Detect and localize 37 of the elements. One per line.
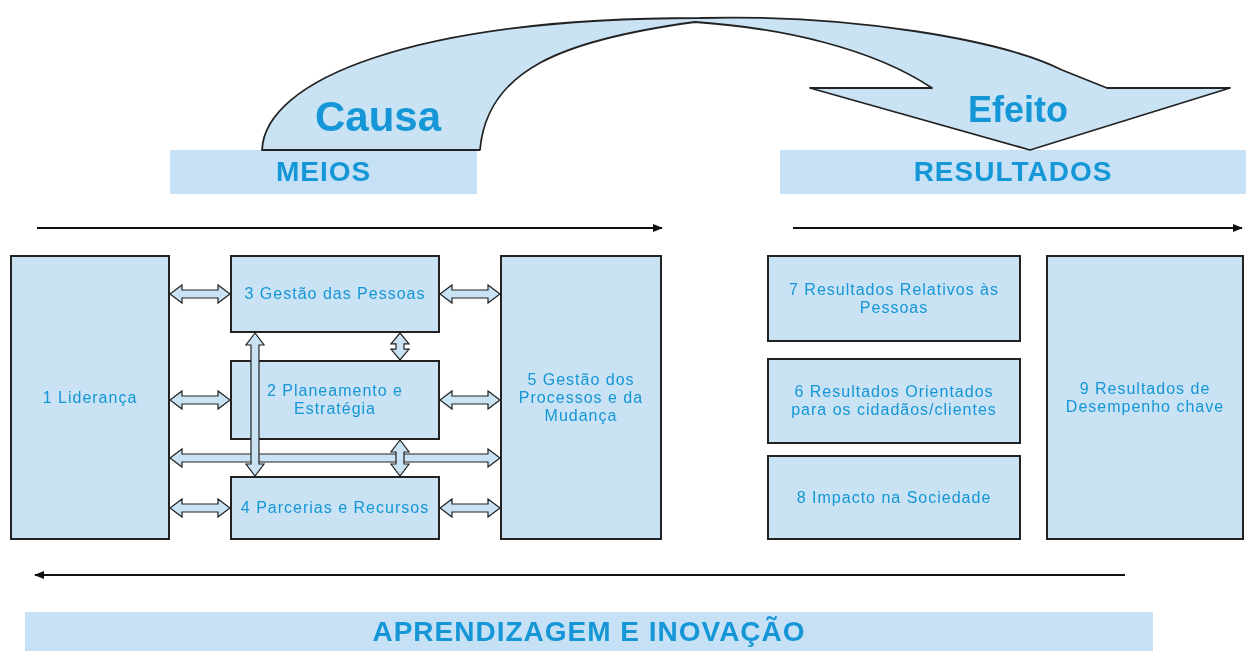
band-label: MEIOS <box>275 156 372 188</box>
criterion-label: 7 Resultados Relativos às Pessoas <box>788 280 1000 317</box>
double-arrow <box>439 389 501 411</box>
double-arrow <box>169 447 501 469</box>
band-label: RESULTADOS <box>913 156 1113 188</box>
criterion-label: 1 Liderança <box>42 388 138 407</box>
double-arrow <box>389 439 411 477</box>
heading-band <box>25 612 1153 651</box>
criterion-box <box>500 255 662 540</box>
criterion-box <box>767 255 1021 342</box>
criterion-box <box>230 360 440 440</box>
criterion-box <box>10 255 170 540</box>
criterion-box <box>230 255 440 333</box>
double-arrow <box>244 332 266 477</box>
heading-word: Efeito <box>968 92 1068 128</box>
heading-word: Causa <box>314 96 442 138</box>
criterion-label: 6 Resultados Orientados para os cidadãos/clientes <box>790 383 998 419</box>
double-arrow <box>389 332 411 361</box>
double-arrow <box>169 389 231 411</box>
criterion-label: 4 Parcerias e Recursos <box>240 499 430 517</box>
curved-arrow <box>261 16 1231 151</box>
criterion-label: 8 Impacto na Sociedade <box>796 488 992 507</box>
criterion-box <box>1046 255 1244 540</box>
criterion-label: 2 Planeamento e Estratégia <box>266 382 404 418</box>
criterion-label: 3 Gestão das Pessoas <box>244 285 426 303</box>
criterion-box <box>230 476 440 540</box>
criterion-box <box>767 358 1021 444</box>
heading-band <box>780 150 1246 194</box>
double-arrow <box>169 283 231 305</box>
heading-band <box>170 150 477 194</box>
criterion-label: 5 Gestão dos Processos e da Mudança <box>517 370 645 425</box>
double-arrow <box>439 283 501 305</box>
double-arrow <box>169 497 231 519</box>
criterion-label: 9 Resultados de Desempenho chave <box>1064 379 1226 416</box>
band-label: APRENDIZAGEM E INOVAÇÃO <box>372 615 806 648</box>
criterion-box <box>767 455 1021 540</box>
double-arrow <box>439 497 501 519</box>
